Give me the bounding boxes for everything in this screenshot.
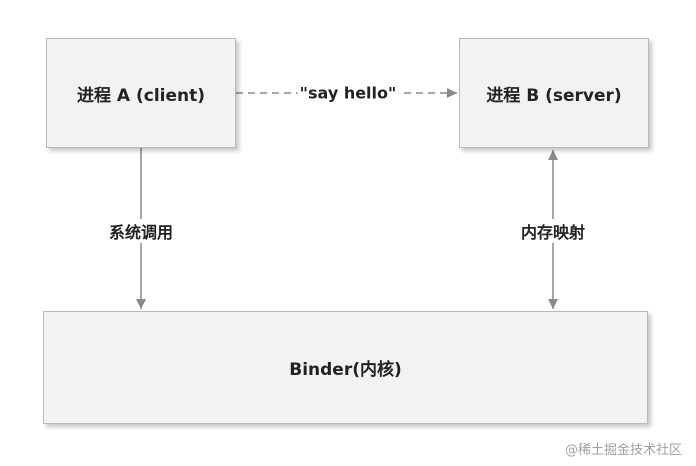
- binder-node: Binder(内核): [43, 311, 648, 424]
- process-a-node: 进程 A (client): [46, 38, 236, 148]
- binder-label: Binder(内核): [289, 360, 402, 380]
- say-hello-label: "say hello": [297, 83, 399, 103]
- process-a-label: 进程 A (client): [76, 85, 206, 106]
- process-b-label: 进程 B (server): [486, 85, 622, 106]
- memory-mapping-label: 内存映射: [518, 219, 588, 243]
- process-b-node: 进程 B (server): [459, 38, 649, 148]
- watermark: @稀土掘金技术社区: [564, 443, 682, 458]
- system-call-label: 系统调用: [106, 219, 176, 243]
